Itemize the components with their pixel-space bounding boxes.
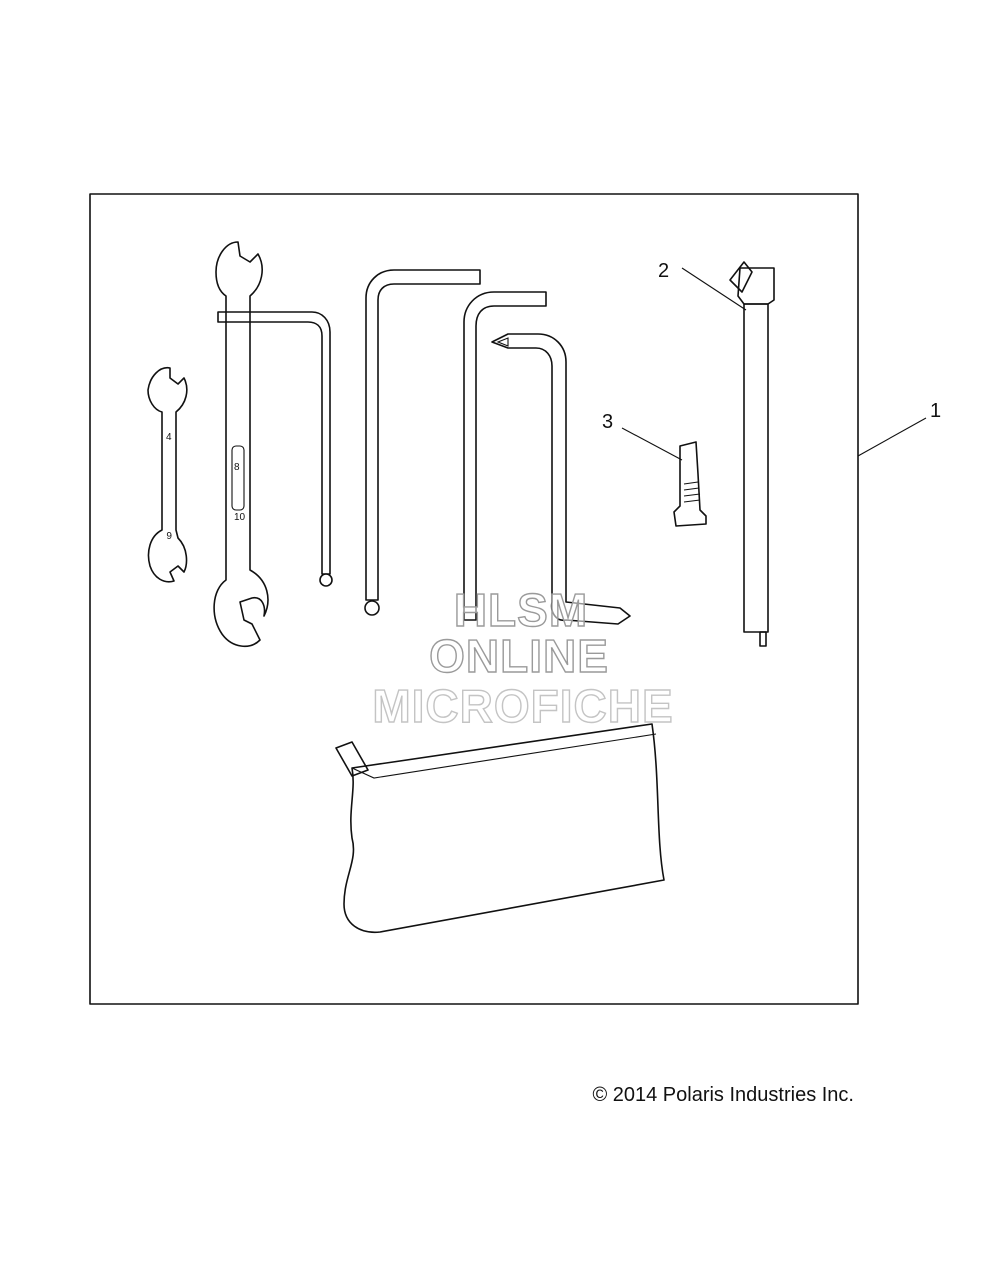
callout-leader-3 bbox=[621, 427, 683, 461]
small-wrench: 4 6 bbox=[147, 366, 188, 583]
callout-leader-2 bbox=[681, 267, 747, 311]
diagram-frame bbox=[89, 193, 859, 1005]
hex-key-small bbox=[217, 311, 333, 587]
callout-leader-1 bbox=[857, 417, 927, 457]
copyright-notice: © 2014 Polaris Industries Inc. bbox=[592, 1084, 854, 1106]
wrench-mark-bottom: 6 bbox=[166, 529, 172, 540]
callout-number-1: 1 bbox=[930, 400, 941, 422]
wrench-large-mark-top: 8 bbox=[234, 462, 240, 473]
wrench-mark-top: 4 bbox=[166, 432, 172, 443]
watermark-line-3: MICROFICHE bbox=[372, 680, 673, 732]
fuse-puller-tool bbox=[673, 441, 707, 527]
callout-number-3: 3 bbox=[602, 411, 613, 433]
watermark-line-1: HLSM bbox=[454, 584, 588, 636]
screwdriver-bar bbox=[491, 333, 631, 625]
hex-key-long bbox=[364, 269, 481, 616]
spark-plug-socket-tool bbox=[729, 261, 775, 647]
tool-pouch bbox=[335, 723, 665, 933]
hex-key-tall bbox=[463, 291, 547, 621]
wrench-large-mark-bottom: 10 bbox=[234, 512, 246, 523]
large-wrench: 8 10 bbox=[213, 241, 269, 647]
watermark-line-2: ONLINE bbox=[429, 630, 609, 682]
callout-number-2: 2 bbox=[658, 260, 669, 282]
